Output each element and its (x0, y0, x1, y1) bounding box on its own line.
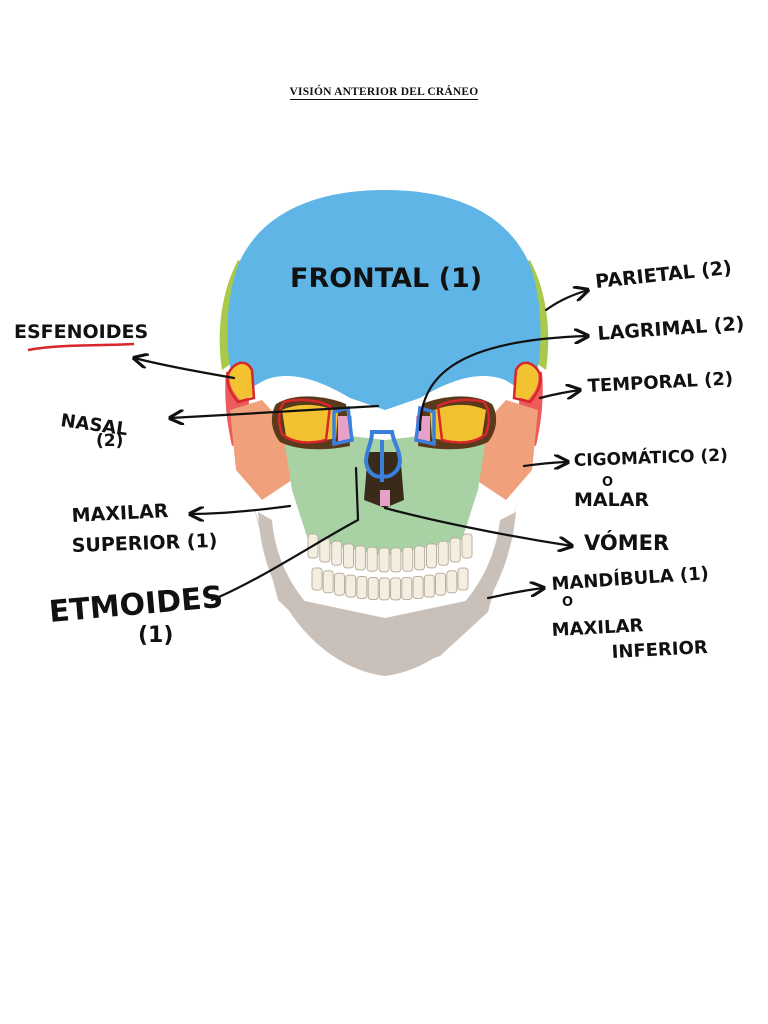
label-maxilar: MAXILAR (71, 500, 169, 527)
page-title-text: VISIÓN ANTERIOR DEL CRÁNEO (289, 86, 479, 100)
arrow-cigomatico (522, 462, 568, 466)
label-temporal: TEMPORAL (2) (587, 368, 733, 397)
upper-tooth (402, 546, 414, 572)
label-cigomatico: CIGOMÁTICO (2) (573, 444, 728, 471)
label-esfenoides: ESFENOIDES (14, 321, 148, 343)
label-etmoides-count: (1) (138, 623, 173, 648)
lower-tooth (334, 572, 345, 596)
upper-tooth (449, 537, 461, 563)
lacrimal-outline-left (332, 405, 354, 447)
label-vomer: VÓMER (584, 530, 669, 555)
lower-tooth (367, 577, 379, 600)
label-mandibula-o: O (562, 595, 573, 610)
sphenoid-outline-right (436, 398, 490, 444)
label-maxilar-inferior-1: MAXILAR (551, 615, 644, 641)
upper-tooth (378, 547, 390, 573)
arrow-temporal (538, 390, 580, 398)
lower-tooth (412, 576, 424, 599)
lower-tooth (345, 574, 357, 598)
lower-tooth (446, 570, 458, 594)
sphenoid-bone-left (229, 363, 254, 400)
lower-tooth (390, 577, 402, 601)
label-parietal: PARIETAL (2) (594, 257, 733, 293)
upper-tooth (390, 547, 402, 573)
label-frontal: FRONTAL (1) (290, 263, 482, 294)
lower-tooth (322, 570, 334, 594)
lower-tooth (378, 577, 390, 601)
arrow-vomer (383, 506, 572, 546)
arrow-etmoides (210, 466, 360, 602)
pointer-arrows (134, 290, 588, 602)
lacrimal-outline-right (414, 405, 436, 447)
vomer-bone (380, 490, 390, 506)
frontal-bone (227, 190, 541, 410)
arrow-esfenoides (134, 358, 236, 380)
esfenoides-underline (27, 342, 135, 352)
upper-tooth (426, 543, 437, 569)
lower-tooth (435, 572, 446, 596)
upper-tooth (414, 545, 426, 571)
sphenoid-outline-left (278, 398, 332, 444)
upper-tooth (437, 540, 449, 566)
label-etmoides: ETMOIDES (48, 580, 225, 630)
label-nasal-count: (2) (96, 431, 123, 451)
label-maxilar-inferior-2: INFERIOR (611, 637, 708, 663)
teeth (307, 533, 473, 601)
lower-tooth (401, 577, 413, 600)
upper-tooth (343, 543, 354, 569)
label-lagrimal: LAGRIMAL (2) (597, 313, 745, 345)
sphenoid-outline-right-lateral (512, 361, 542, 404)
page-title: VISIÓN ANTERIOR DEL CRÁNEO (0, 86, 768, 100)
label-mandibula: MANDÍBULA (1) (551, 562, 710, 595)
arrow-lagrimal (418, 336, 588, 432)
lower-tooth (457, 567, 469, 591)
sphenoid-bone-right (514, 363, 539, 400)
arrow-mandibula (486, 588, 544, 600)
upper-tooth (366, 546, 378, 572)
upper-tooth (354, 545, 366, 571)
label-malar: MALAR (574, 489, 649, 511)
sphenoid-outline-left-lateral (226, 361, 256, 404)
lower-tooth (356, 576, 368, 599)
orbit-right-sphenoid (430, 404, 486, 442)
upper-tooth (461, 533, 473, 559)
arrow-maxilar (190, 504, 292, 514)
arrow-parietal (544, 290, 588, 312)
lower-tooth (311, 567, 323, 591)
orbit-left-sphenoid (282, 404, 338, 442)
label-cigomatico-o: O (602, 475, 613, 490)
upper-tooth (331, 540, 343, 566)
label-maxilar-superior: SUPERIOR (1) (71, 530, 217, 557)
lower-tooth (423, 574, 435, 598)
mandible-body (258, 512, 516, 676)
arrow-nasal (170, 404, 380, 418)
